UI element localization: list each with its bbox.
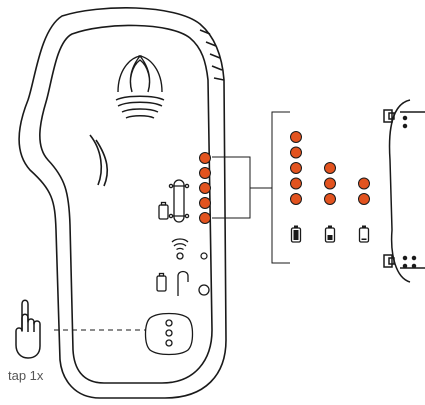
logo-icon <box>115 54 165 119</box>
level-battery-fill <box>293 230 299 240</box>
remote-led <box>199 197 211 209</box>
level-led <box>290 131 302 143</box>
hand-tap-icon <box>15 299 41 359</box>
level-led <box>358 193 370 205</box>
board-icon <box>383 99 425 283</box>
instruction-text: tap 1x <box>8 368 44 383</box>
level-led <box>290 177 302 190</box>
level-led <box>290 193 302 205</box>
level-led <box>324 193 336 205</box>
level-battery-cap <box>328 225 332 228</box>
remote-body-icon <box>18 7 227 399</box>
level-led <box>290 162 302 174</box>
remote-led <box>199 182 211 194</box>
battery-icon-2 <box>156 272 167 292</box>
skateboard-icon <box>168 179 190 223</box>
level-led <box>358 177 370 190</box>
level-led <box>290 146 302 159</box>
remote-led <box>199 212 211 224</box>
power-icon <box>198 284 210 296</box>
level-battery-cap <box>362 225 366 228</box>
button-icon[interactable] <box>144 312 194 356</box>
remote-led <box>199 152 211 164</box>
wifi-icon <box>171 238 189 260</box>
level-battery-fill <box>361 238 367 240</box>
battery-icon <box>158 201 169 220</box>
remote-led <box>199 167 211 179</box>
level-led <box>324 177 336 190</box>
level-led <box>324 162 336 174</box>
trigger-icon <box>177 270 189 296</box>
status-dot <box>200 252 208 260</box>
bracket-lines <box>212 111 290 264</box>
level-battery-cap <box>294 225 298 228</box>
remote-led-group <box>199 152 211 224</box>
level-battery-fill <box>327 235 333 240</box>
battery-level-columns <box>290 131 370 243</box>
